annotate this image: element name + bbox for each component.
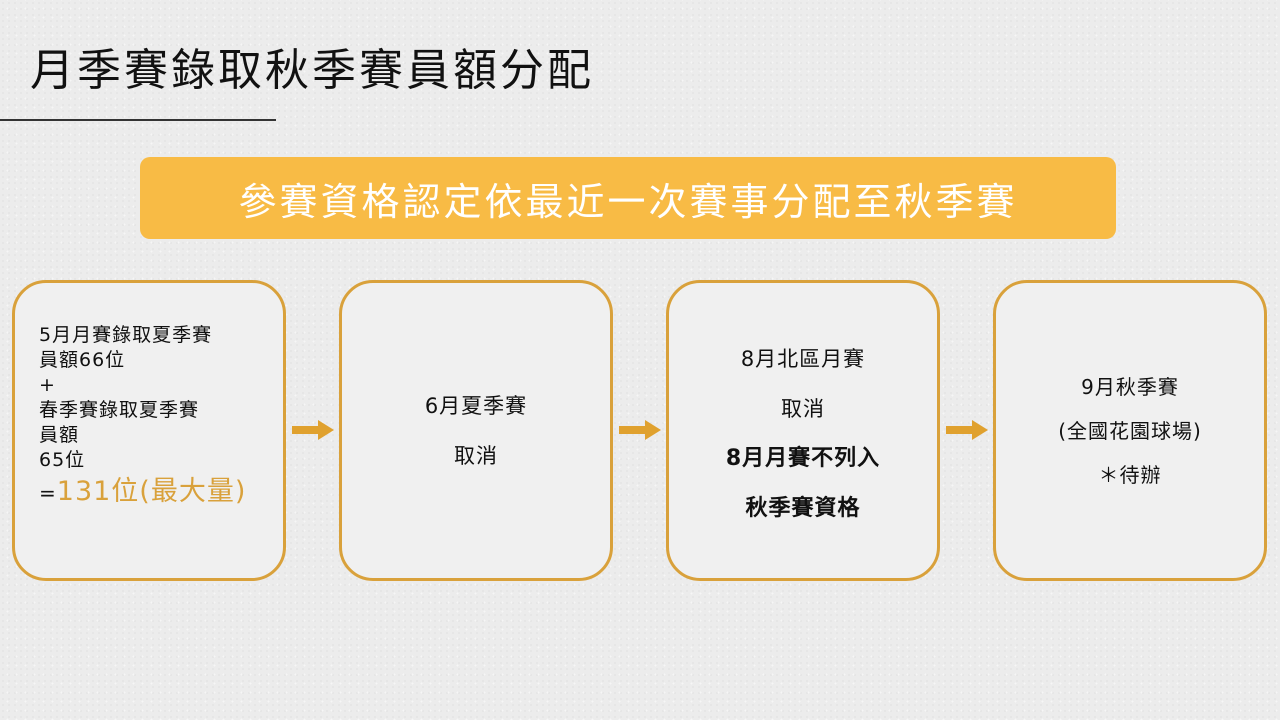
equals-sign: =: [39, 481, 57, 505]
total-highlight: 131位(最大量): [56, 476, 247, 507]
step-bold-line: 秋季賽資格: [745, 495, 861, 521]
step-card-may: 5月月賽錄取夏季賽 員額66位 + 春季賽錄取夏季賽 員額 65位 =131位(…: [12, 280, 286, 581]
step-line: 春季賽錄取夏季賽: [39, 399, 200, 421]
step-line: 取消: [454, 443, 498, 468]
arrow-right-icon: [292, 420, 334, 440]
qualification-banner: 參賽資格認定依最近一次賽事分配至秋季賽: [140, 157, 1116, 239]
step-line: +: [39, 374, 56, 396]
step-card-june: 6月夏季賽 取消: [339, 280, 613, 581]
step-line: 5月月賽錄取夏季賽: [39, 324, 213, 346]
step-line: 取消: [781, 396, 825, 421]
step-line: (全國花園球場): [1058, 418, 1202, 443]
banner-text: 參賽資格認定依最近一次賽事分配至秋季賽: [238, 179, 1018, 224]
title-underline: [0, 119, 276, 121]
total-line: =131位(最大量): [39, 475, 246, 511]
step-body: 8月北區月賽 取消 8月月賽不列入 秋季賽資格: [669, 283, 937, 578]
step-body: 6月夏季賽 取消: [342, 283, 610, 578]
step-bold-line: 8月月賽不列入: [725, 445, 881, 471]
step-line: 員額66位: [39, 349, 126, 371]
step-card-august: 8月北區月賽 取消 8月月賽不列入 秋季賽資格: [666, 280, 940, 581]
step-line: ＊待辦: [1098, 462, 1162, 487]
step-line: 6月夏季賽: [424, 393, 528, 418]
step-line: 9月秋季賽: [1081, 374, 1179, 399]
step-body: 5月月賽錄取夏季賽 員額66位 + 春季賽錄取夏季賽 員額 65位 =131位(…: [15, 283, 283, 578]
slide-title: 月季賽錄取秋季賽員額分配: [30, 45, 594, 96]
step-line: 8月北區月賽: [740, 346, 866, 371]
step-card-september: 9月秋季賽 (全國花園球場) ＊待辦: [993, 280, 1267, 581]
arrow-right-icon: [619, 420, 661, 440]
arrow-right-icon: [946, 420, 988, 440]
step-line: 65位: [39, 449, 86, 471]
step-line: 員額: [39, 424, 80, 446]
step-body: 9月秋季賽 (全國花園球場) ＊待辦: [996, 283, 1264, 578]
